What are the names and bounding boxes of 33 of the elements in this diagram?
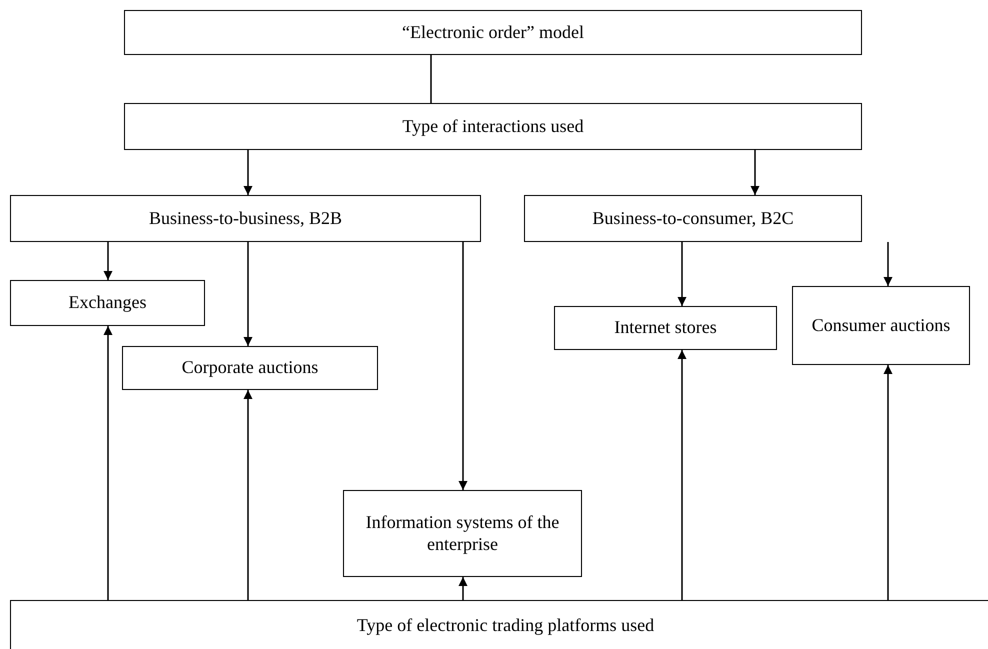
process-box [124,10,862,55]
arrow [884,365,892,600]
process-box [124,103,862,150]
process-box [10,280,205,326]
box-label: Exchanges [68,292,146,314]
process-box [792,286,970,365]
arrow [678,242,686,306]
arrow [244,242,252,346]
platform-band [10,600,988,649]
arrow [750,150,760,195]
arrow [104,242,112,280]
process-box [10,195,481,242]
box-label: Type of electronic trading platforms used [356,615,654,637]
arrow [244,390,252,600]
process-box [524,195,862,242]
box-label: Internet stores [614,317,717,339]
process-box [343,490,582,577]
process-box [122,346,378,390]
arrow [458,577,468,600]
box-label: Corporate auctions [182,357,318,379]
arrow [458,242,468,490]
arrow [678,350,686,600]
arrow [884,242,892,286]
box-label: Type of interactions used [402,116,584,138]
connector-line [430,55,432,103]
arrow [244,150,252,195]
process-box [554,306,777,350]
box-label: Business-to-consumer, B2C [592,208,794,230]
box-label: Information systems of the enterprise [364,512,560,556]
box-label: Business-to-business, B2B [148,208,342,230]
arrow [104,326,112,600]
box-label: Consumer auctions [812,314,950,336]
box-label: “Electronic order” model [402,22,584,44]
